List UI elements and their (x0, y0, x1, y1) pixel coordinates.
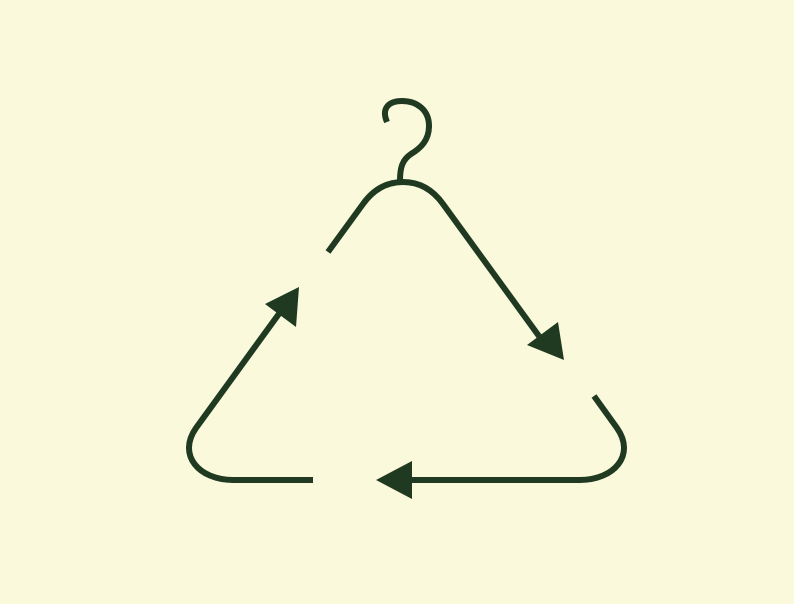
arrowhead-bottom (376, 461, 412, 499)
hanger-hook (381, 98, 432, 182)
arrowhead-left (265, 287, 299, 327)
triangle-bottom-segment (410, 394, 627, 483)
triangle-top-segment (325, 179, 547, 345)
arrowhead-right (527, 322, 564, 360)
triangle-left-segment (186, 309, 313, 483)
